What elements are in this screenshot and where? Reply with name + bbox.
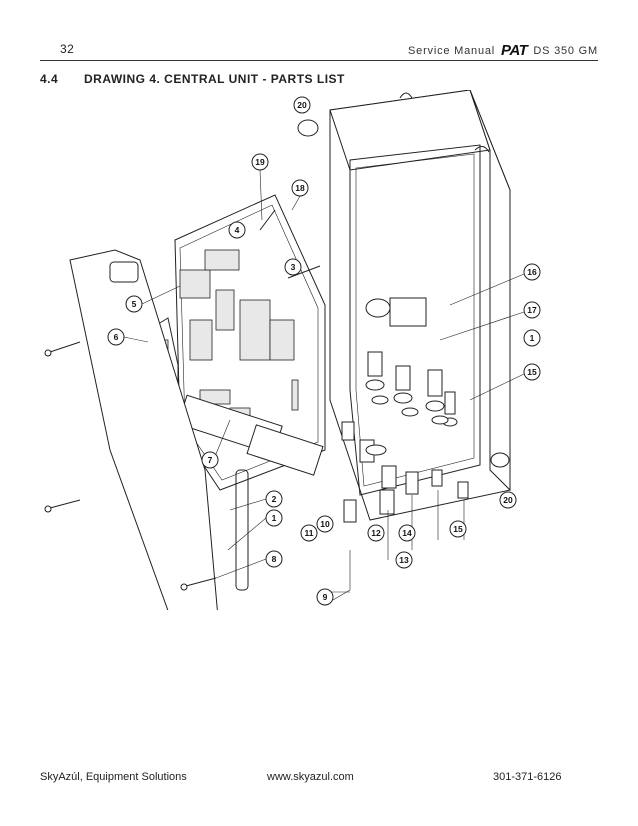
svg-text:1: 1 xyxy=(272,513,277,523)
callout-4: 4 xyxy=(228,221,246,239)
callout-20-top: 20 xyxy=(293,96,311,114)
callout-17: 17 xyxy=(523,301,541,319)
callout-1-left: 1 xyxy=(265,509,283,527)
callout-9: 9 xyxy=(316,588,334,606)
callout-14: 14 xyxy=(398,524,416,542)
svg-text:12: 12 xyxy=(371,528,381,538)
callout-2: 2 xyxy=(265,490,283,508)
callout-7: 7 xyxy=(201,451,219,469)
callout-16: 16 xyxy=(523,263,541,281)
svg-text:6: 6 xyxy=(114,332,119,342)
manual-label: Service Manual xyxy=(408,44,496,57)
svg-text:3: 3 xyxy=(291,262,296,272)
svg-text:8: 8 xyxy=(272,554,277,564)
svg-text:13: 13 xyxy=(399,555,409,565)
exploded-parts-drawing: 20 19 18 4 3 5 6 7 16 17 1 15 20 2 1 8 1… xyxy=(44,90,541,610)
svg-text:7: 7 xyxy=(208,455,213,465)
section-number: 4.4 xyxy=(40,72,59,86)
svg-text:2: 2 xyxy=(272,494,277,504)
callout-18: 18 xyxy=(291,179,309,197)
running-header: Service Manual PAT DS 350 GM xyxy=(408,42,598,59)
svg-text:1: 1 xyxy=(530,333,535,343)
callout-11: 11 xyxy=(300,524,318,542)
model-label: DS 350 GM xyxy=(533,44,598,57)
svg-text:9: 9 xyxy=(323,592,328,602)
svg-text:10: 10 xyxy=(320,519,330,529)
enclosure-box xyxy=(329,90,511,521)
svg-text:18: 18 xyxy=(295,183,305,193)
page-number: 32 xyxy=(60,42,75,56)
svg-text:16: 16 xyxy=(527,267,537,277)
footer-phone: 301-371-6126 xyxy=(493,771,562,783)
section-title: DRAWING 4. CENTRAL UNIT - PARTS LIST xyxy=(84,72,345,86)
svg-text:14: 14 xyxy=(402,528,412,538)
svg-text:5: 5 xyxy=(132,299,137,309)
cable-glands xyxy=(297,119,510,593)
brand-logo: PAT xyxy=(501,42,528,59)
callout-13: 13 xyxy=(395,551,413,569)
svg-text:15: 15 xyxy=(453,524,463,534)
callout-5: 5 xyxy=(125,295,143,313)
svg-text:20: 20 xyxy=(297,100,307,110)
footer-website[interactable]: www.skyazul.com xyxy=(267,771,354,783)
svg-text:19: 19 xyxy=(255,157,265,167)
callout-20-bottom: 20 xyxy=(499,491,517,509)
svg-text:11: 11 xyxy=(305,528,314,538)
cover-plate xyxy=(69,249,249,610)
callout-12: 12 xyxy=(367,524,385,542)
svg-text:4: 4 xyxy=(235,225,240,235)
footer-company: SkyAzúl, Equipment Solutions xyxy=(40,771,187,783)
callout-10: 10 xyxy=(316,515,334,533)
callout-15-right: 15 xyxy=(523,363,541,381)
leader-lines xyxy=(123,169,525,601)
callout-3: 3 xyxy=(284,258,302,276)
svg-text:15: 15 xyxy=(527,367,537,377)
callout-1-right: 1 xyxy=(523,329,541,347)
header-rule xyxy=(40,60,598,61)
callout-19: 19 xyxy=(251,153,269,171)
svg-text:17: 17 xyxy=(527,305,537,315)
screws xyxy=(44,209,321,591)
callout-15-bottom: 15 xyxy=(449,520,467,538)
callout-6: 6 xyxy=(107,328,125,346)
callout-8: 8 xyxy=(265,550,283,568)
svg-text:20: 20 xyxy=(503,495,513,505)
